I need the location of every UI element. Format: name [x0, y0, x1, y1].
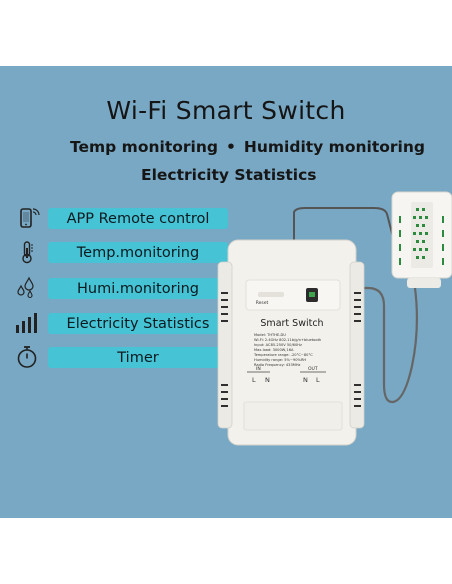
device-name: Smart Switch [260, 318, 323, 329]
spec-line-4: Temperature range: -20°C~80°C [253, 353, 313, 357]
feature-line-1: Temp monitoring • Humidity monitoring [70, 138, 425, 156]
terminal-label: N [265, 376, 270, 384]
feature-item-humi: Humi.monitoring [14, 276, 228, 300]
smart-switch-housing [217, 239, 365, 446]
spec-line-2: Input: AC85-250V 50/60Hz [254, 343, 302, 347]
reset-label: Reset [256, 300, 269, 306]
spec-line-0: Model: THTHE-DU [254, 333, 286, 337]
water-drops-icon [17, 276, 34, 299]
product-banner: Wi-Fi Smart Switch Temp monitoring • Humid… [0, 66, 452, 518]
temp-monitoring-text: Temp monitoring [70, 138, 218, 156]
thermometer-icon [22, 241, 33, 264]
feature-pill-label: Electricity Statistics [48, 313, 228, 334]
page-title: Wi-Fi Smart Switch [106, 96, 346, 125]
terminal-label: L [252, 376, 256, 384]
phone-icon [20, 208, 40, 228]
feature-item-timer: Timer [14, 345, 228, 369]
spec-line-5: Humidity range: 5%~90%RH [254, 358, 306, 362]
bullet-dot: • [225, 138, 236, 156]
spec-line-1: Wi-Fi: 2.4GHz 802.11b/g/n+bluetooth [254, 338, 321, 342]
feature-item-temp: Temp.monitoring [14, 240, 228, 264]
feature-pill-label: Temp.monitoring [48, 242, 228, 263]
feature-pill-label: APP Remote control [48, 208, 228, 229]
sensor-cable [293, 207, 401, 265]
device-illustration: Reset Smart Switch Model: THTHE-DU Wi-Fi… [217, 191, 452, 446]
humidity-monitoring-text: Humidity monitoring [243, 138, 425, 156]
sensor-cable-lower [351, 286, 418, 404]
feature-line-2: Electricity Statistics [141, 166, 317, 184]
spec-line-3: Max.load: 3000W,16A [254, 348, 294, 352]
feature-pill-label: Humi.monitoring [48, 278, 228, 299]
terminal-label: L [316, 376, 320, 384]
feature-item-app-remote: APP Remote control [14, 206, 228, 230]
terminal-label: N [303, 376, 308, 384]
humidity-sensor-probe [391, 191, 452, 288]
in-label: IN [256, 366, 261, 372]
stopwatch-icon [17, 346, 37, 368]
spec-line-6: Radio Frequency: 433MHz [254, 363, 301, 367]
bar-signal-icon [16, 313, 37, 333]
feature-pill-label: Timer [48, 347, 228, 368]
feature-item-electricity: Electricity Statistics [14, 311, 228, 335]
out-label: OUT [308, 366, 318, 372]
